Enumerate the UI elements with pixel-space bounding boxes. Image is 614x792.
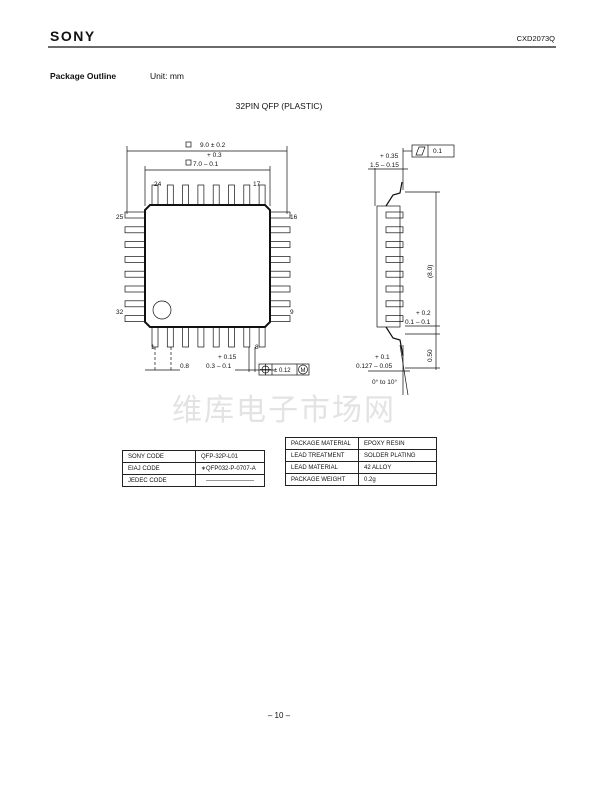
lead: [269, 241, 291, 248]
lead: [269, 300, 291, 308]
lead: [269, 285, 291, 293]
lead: [197, 184, 205, 206]
cell-value: 42 ALLOY: [358, 461, 437, 474]
lead-width-tol: + 0.15: [218, 354, 237, 361]
body-dim-tol: + 0.3: [207, 152, 222, 159]
lead: [124, 270, 146, 278]
lead-width-dim: 0.3 – 0.1: [206, 363, 232, 370]
lead: [124, 211, 146, 219]
cell-value: ————————: [195, 474, 265, 487]
lead: [124, 241, 146, 248]
pin-label-1: 1: [151, 344, 155, 351]
cell-label: LEAD TREATMENT: [285, 449, 359, 462]
pin-label-17: 17: [253, 181, 261, 188]
cell-value: ∗QFP032-P-0707-A: [195, 462, 265, 475]
table-row: JEDEC CODE————————: [122, 474, 265, 487]
pin-label-24: 24: [154, 181, 162, 188]
cell-label: JEDEC CODE: [122, 474, 196, 487]
lead: [228, 184, 235, 206]
lead-thickness-tol: + 0.1: [375, 354, 390, 361]
lead: [243, 326, 251, 348]
sony-logo: SONY: [50, 28, 96, 44]
cell-label: PACKAGE WEIGHT: [285, 473, 359, 486]
table-row: EIAJ CODE∗QFP032-P-0707-A: [122, 462, 265, 475]
lead: [385, 270, 404, 278]
mmc-modifier: M: [301, 368, 306, 374]
body-dim: 7.0 – 0.1: [193, 161, 219, 168]
position-tolerance: ± 0.12: [274, 368, 291, 374]
lead: [228, 326, 235, 348]
cell-value: 0.2g: [358, 473, 437, 486]
lead: [124, 256, 146, 263]
lead: [385, 241, 404, 248]
cell-value: EPOXY RESIN: [358, 437, 437, 450]
lead: [385, 211, 404, 219]
pin-label-9: 9: [290, 309, 294, 316]
cell-value: QFP-32P-L01: [195, 450, 265, 463]
watermark: 维库电子市场网: [172, 393, 396, 428]
part-number: CXD2073Q: [517, 34, 556, 43]
lead: [182, 184, 189, 206]
lead: [269, 256, 291, 263]
lead-thickness-dim: 0.127 – 0.05: [356, 363, 393, 370]
pin-label-8: 8: [255, 344, 259, 351]
lead: [212, 326, 220, 348]
drawing-title: 32PIN QFP (PLASTIC): [236, 101, 323, 111]
top-view: [124, 141, 310, 376]
span-dim: (8.0): [427, 265, 434, 278]
lead: [197, 326, 205, 348]
lead: [258, 184, 266, 206]
lead-angle: 0° to 10°: [372, 378, 397, 386]
lead: [124, 226, 146, 234]
lead: [385, 285, 404, 293]
cell-label: LEAD MATERIAL: [285, 461, 359, 474]
section-title: Package Outline: [50, 71, 116, 81]
pin-label-16: 16: [290, 214, 298, 221]
lead: [212, 184, 220, 206]
cell-label: SONY CODE: [122, 450, 196, 463]
pitch-dim: 0.8: [180, 363, 189, 370]
lead: [385, 226, 404, 234]
pin-label-32: 32: [116, 309, 124, 316]
flatness-tol: 0.1: [433, 148, 442, 155]
lead: [269, 270, 291, 278]
cell-label: PACKAGE MATERIAL: [285, 437, 359, 450]
lead: [258, 326, 266, 348]
height-dim: 1.5 – 0.15: [370, 162, 399, 169]
lead: [124, 300, 146, 308]
outer-dim: 9.0 ± 0.2: [200, 142, 226, 149]
lead: [269, 315, 291, 322]
standoff-tol: + 0.2: [416, 310, 431, 317]
lead: [385, 300, 404, 308]
height-tol: + 0.35: [380, 153, 399, 160]
side-view: [368, 144, 455, 396]
cell-value: SOLDER PLATING: [358, 449, 437, 462]
lead: [385, 256, 404, 263]
lead: [124, 285, 146, 293]
page-number: – 10 –: [268, 711, 291, 720]
lead: [269, 226, 291, 234]
lead: [124, 315, 146, 322]
foot-length: 0.50: [427, 349, 434, 362]
lead: [166, 326, 174, 348]
lead: [243, 184, 251, 206]
lead: [151, 184, 159, 206]
lead: [182, 326, 189, 348]
cell-label: EIAJ CODE: [122, 462, 196, 475]
lead: [166, 184, 174, 206]
lead: [385, 315, 404, 322]
pin-label-25: 25: [116, 214, 124, 221]
unit-label: Unit: mm: [150, 71, 184, 81]
standoff-dim: 0.1 – 0.1: [405, 319, 431, 326]
